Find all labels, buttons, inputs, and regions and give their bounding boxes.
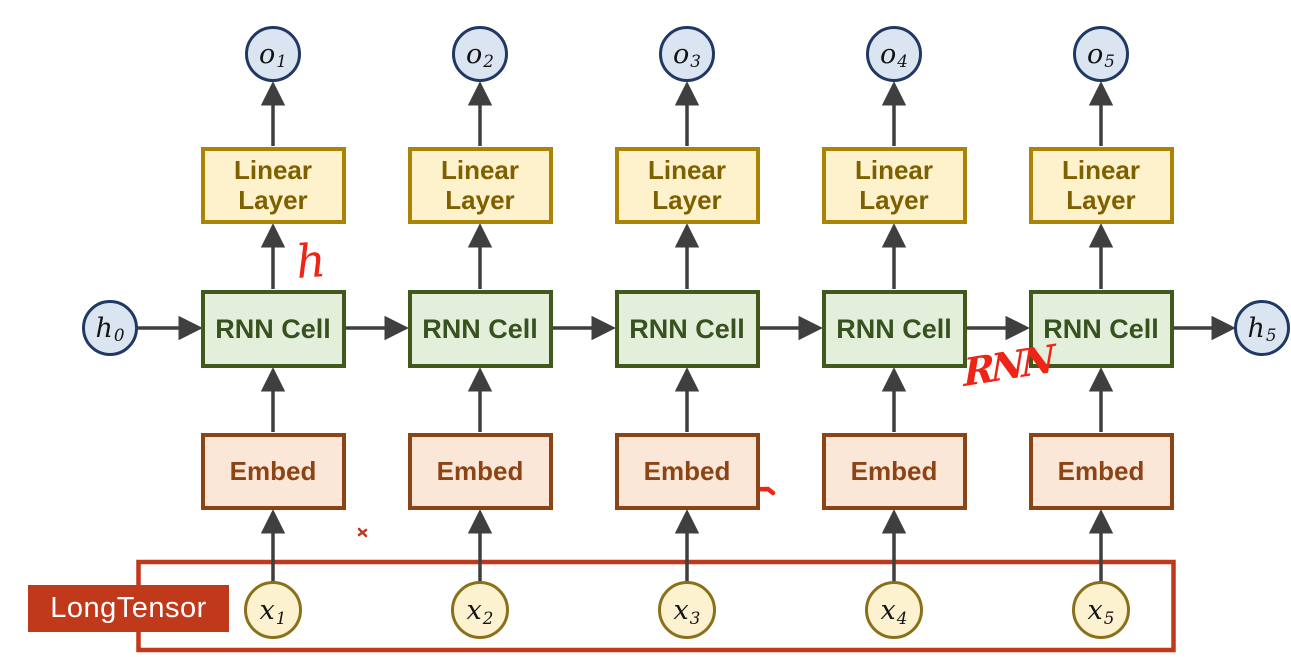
linear-label-line1: Linear: [854, 155, 934, 186]
rnn-cell-box-2: RNN Cell: [407, 290, 553, 368]
arrows-linear-to-output: [260, 81, 1114, 146]
output-label: o: [466, 38, 483, 70]
linear-label-line2: Layer: [1066, 184, 1136, 215]
input-subscript: 3: [689, 608, 701, 628]
input-subscript: 1: [275, 608, 287, 628]
hidden-subscript: 0: [113, 325, 125, 345]
linear-label-line1: Linear: [440, 155, 520, 186]
hidden-label: h: [1247, 312, 1265, 344]
rnn-cell-box-1: RNN Cell: [200, 290, 346, 368]
rnn-cell-label: RNN Cell: [1043, 313, 1159, 344]
embed-box-4: Embed: [821, 433, 967, 510]
output-label: o: [1087, 38, 1104, 70]
input-label: x: [259, 594, 275, 626]
output-label: o: [673, 38, 690, 70]
input-subscript: 2: [482, 608, 494, 628]
stray-red-mark: [357, 527, 368, 538]
rnn-cell-label: RNN Cell: [215, 313, 331, 344]
embed-label: Embed: [1057, 455, 1145, 486]
hidden-label: h: [95, 312, 113, 344]
arrows-rnn-to-linear: [260, 223, 1114, 289]
embed-box-1: Embed: [200, 433, 346, 510]
arrows-input-to-embed: [260, 509, 1114, 582]
input-label: x: [880, 594, 896, 626]
linear-label-line2: Layer: [238, 184, 308, 215]
rnn-cell-label: RNN Cell: [629, 313, 745, 344]
input-subscript: 5: [1103, 608, 1115, 628]
embed-label: Embed: [850, 455, 938, 486]
rnn-cell-box-4: RNN Cell: [821, 290, 967, 368]
rnn-cell-box-5: RNN Cell: [1028, 290, 1174, 368]
embed-label: Embed: [229, 455, 317, 486]
output-subscript: 4: [897, 51, 908, 71]
hidden-subscript: 5: [1265, 325, 1277, 345]
input-label: x: [1087, 594, 1103, 626]
linear-label-line2: Layer: [859, 184, 929, 215]
output-subscript: 1: [276, 51, 287, 71]
long-tensor-tag: LongTensor: [28, 585, 229, 632]
rnn-cell-box-3: RNN Cell: [614, 290, 760, 368]
rnn-cell-label: RNN Cell: [836, 313, 952, 344]
input-label: x: [466, 594, 482, 626]
linear-label-line2: Layer: [652, 184, 722, 215]
long-tensor-label: LongTensor: [50, 592, 207, 624]
embed-box-5: Embed: [1028, 433, 1174, 510]
arrows-embed-to-rnn: [260, 367, 1114, 432]
embed-box-3: Embed: [614, 433, 760, 510]
embed-box-2: Embed: [407, 433, 553, 510]
embed-label: Embed: [436, 455, 524, 486]
linear-label-line2: Layer: [445, 184, 515, 215]
input-label: x: [673, 594, 689, 626]
linear-label-line1: Linear: [1061, 155, 1141, 186]
output-subscript: 3: [690, 51, 701, 71]
output-subscript: 5: [1104, 51, 1115, 71]
linear-label-line1: Linear: [647, 155, 727, 186]
output-subscript: 2: [483, 51, 494, 71]
handwritten-h-annotation: h: [294, 233, 328, 289]
output-label: o: [259, 38, 276, 70]
embed-label: Embed: [643, 455, 731, 486]
output-label: o: [880, 38, 897, 70]
linear-label-line1: Linear: [233, 155, 313, 186]
input-subscript: 4: [896, 608, 908, 628]
rnn-cell-label: RNN Cell: [422, 313, 538, 344]
